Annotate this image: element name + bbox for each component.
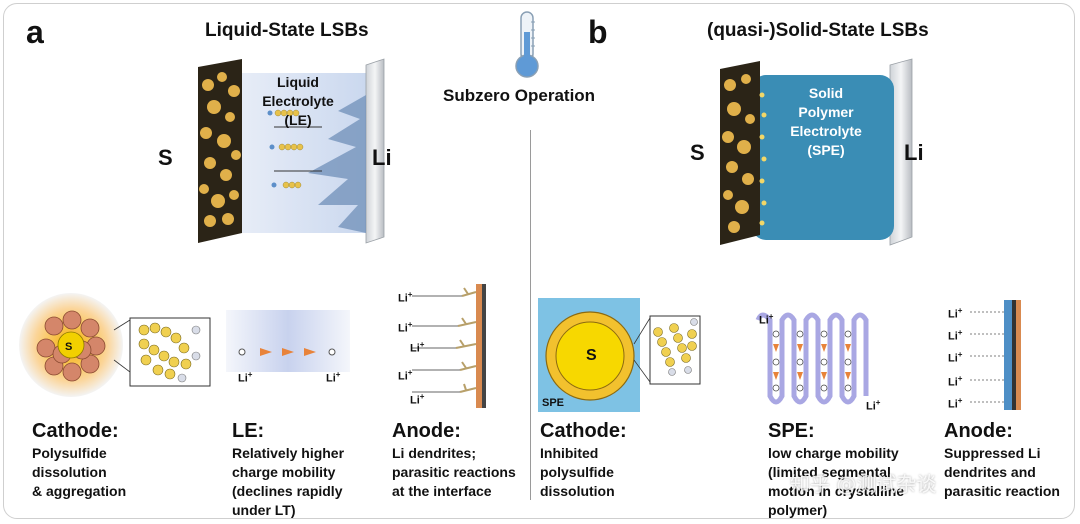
le-ion-label-right: Li+ (326, 370, 341, 385)
anode-ion-label: Li+ (398, 320, 413, 335)
anode-desc-a: Li dendrites; parasitic reactions at the… (392, 445, 516, 499)
anode-dendrite-illustration (412, 284, 486, 408)
anode-heading-a: Anode: (392, 420, 461, 442)
spe-desc: low charge mobility (limited segmental m… (768, 445, 905, 518)
le-ion-transport-illustration (226, 310, 350, 372)
panel-b-letter: b (588, 14, 608, 50)
spe-cathode-core-label: S (586, 347, 597, 364)
cathode-particle-illustration (19, 293, 211, 397)
anode-ion-label: Li+ (410, 340, 425, 355)
cathode-heading-a: Cathode: (32, 420, 119, 442)
sulfur-electrode-label-b: S (690, 140, 705, 165)
spe-polymer-chain-illustration (755, 312, 869, 405)
cathode-heading-b: Cathode: (540, 420, 627, 442)
spe-box-label: SPE (542, 397, 565, 409)
suppressed-anode-illustration (970, 300, 1021, 410)
lithium-electrode-label: Li (372, 145, 392, 170)
anode-b-ion-label: Li+ (948, 306, 963, 321)
panel-a-title: Liquid-State LSBs (205, 20, 369, 41)
anode-ion-label: Li+ (410, 392, 425, 407)
le-heading: LE: (232, 420, 265, 442)
thermometer-icon (515, 11, 539, 78)
anode-b-ion-label: Li+ (948, 374, 963, 389)
cathode-core-label: S (65, 341, 73, 353)
spe-cathode-illustration (538, 298, 701, 412)
lithium-electrode-label-b: Li (904, 140, 924, 165)
le-ion-label-left: Li+ (238, 370, 253, 385)
anode-b-ion-label: Li+ (948, 328, 963, 343)
anode-ion-label: Li+ (398, 290, 413, 305)
panel-b-title: (quasi-)Solid-State LSBs (707, 20, 929, 41)
solid-electrolyte-label: Solid Polymer Electrolyte (SPE) (790, 85, 862, 158)
cathode-desc-b: Inhibited polysulfide dissolution (540, 445, 615, 499)
anode-ion-label: Li+ (398, 368, 413, 383)
panel-a-letter: a (26, 14, 44, 50)
spe-ion-label-bottom: Li+ (866, 398, 881, 413)
spe-heading: SPE: (768, 420, 815, 442)
subzero-operation-label: Subzero Operation (443, 86, 596, 105)
anode-desc-b: Suppressed Li dendrites and parasitic re… (944, 445, 1060, 499)
panel-divider (530, 130, 531, 500)
spe-ion-label-top: Li+ (759, 312, 774, 327)
solid-cell-illustration (720, 58, 913, 246)
le-desc: Relatively higher charge mobility (decli… (232, 445, 345, 518)
liquid-cell-illustration (198, 58, 385, 244)
cathode-desc-a: Polysulfide dissolution & aggregation (32, 445, 127, 499)
liquid-electrolyte-label: Liquid Electrolyte (LE) (262, 74, 334, 128)
watermark: 知乎 @测试杂谈 (790, 472, 937, 496)
anode-b-ion-label: Li+ (948, 350, 963, 365)
sulfur-electrode-label: S (158, 145, 173, 170)
anode-b-ion-label: Li+ (948, 396, 963, 411)
anode-heading-b: Anode: (944, 420, 1013, 442)
